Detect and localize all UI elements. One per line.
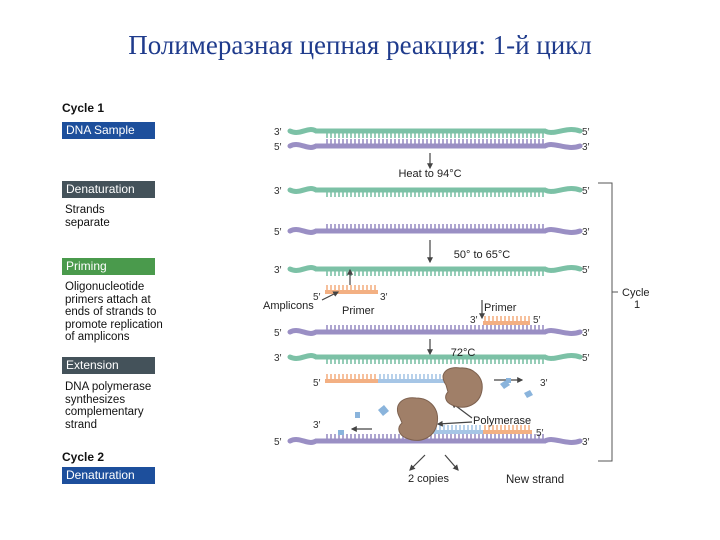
dna-sample-box: DNA Sample xyxy=(62,122,155,139)
polymerase-pointer-bottom xyxy=(436,420,473,427)
strand-end-label: 3′ xyxy=(274,186,282,197)
extension-box: Extension xyxy=(62,357,155,374)
strand-end-label: 5′ xyxy=(582,353,590,364)
extension-bottom-strand xyxy=(287,434,583,445)
primer-bottom xyxy=(483,316,530,325)
primer-label: Primer xyxy=(342,305,375,317)
dna-strands: 3′ 5′ 5′ 3′ 3′ 5′ 5′ 3′ 3′ 5′ 5′ 3′ 3′ 5′ 5′ 3′ xyxy=(274,127,590,448)
denatured-bottom-strand xyxy=(287,224,583,235)
amplicons-label: Amplicons xyxy=(263,300,314,312)
cycle-1-heading: Cycle 1 xyxy=(62,101,105,115)
strand-end-label: 3′ xyxy=(582,437,590,448)
copy-arrow-left xyxy=(409,454,426,471)
strand-end-label: 5′ xyxy=(582,265,590,276)
sample-top-strand xyxy=(287,127,583,138)
new-top-end-3: 3′ xyxy=(540,378,548,389)
desc-line: primers attach at xyxy=(65,293,151,306)
priming-box: Priming xyxy=(62,258,155,275)
cycle-bracket xyxy=(598,182,613,462)
desc-line: DNA polymerase xyxy=(65,381,152,393)
cycle-bracket-label: Cycle xyxy=(622,287,650,299)
anneal-temp-label: 50° to 65°C xyxy=(454,249,511,261)
desc-line: of amplicons xyxy=(65,331,130,343)
extension-temp-label: 72°C xyxy=(451,347,476,359)
extension-top-strand xyxy=(287,353,583,364)
copies-label: 2 copies xyxy=(408,473,449,485)
desc-line: complementary xyxy=(65,406,144,418)
extension-primer-bottom xyxy=(483,425,532,434)
heat-label: Heat to 94°C xyxy=(398,168,461,180)
new-strand-top xyxy=(378,374,450,383)
primer-right-end-5: 5′ xyxy=(533,315,541,326)
strand-end-label: 5′ xyxy=(582,127,590,138)
nucleotide xyxy=(355,412,360,418)
primer-top xyxy=(325,285,378,294)
desc-line: ends of strands to xyxy=(65,306,157,318)
sample-bottom-strand xyxy=(287,139,583,150)
extension-description: DNA polymerase synthesizes complementary… xyxy=(65,381,151,431)
denatured-top-strand xyxy=(287,186,583,197)
polymerase-enzyme-bottom xyxy=(396,397,439,441)
polymerase-label: Polymerase xyxy=(473,415,531,427)
amplicons-pointer xyxy=(321,291,340,301)
cycle-bracket-number: 1 xyxy=(634,299,640,311)
desc-line: Strands xyxy=(65,204,105,216)
nucleotide xyxy=(378,405,389,416)
new-strand-label: New strand xyxy=(506,474,564,486)
nucleotide xyxy=(338,430,344,435)
strand-end-label: 5′ xyxy=(274,328,282,339)
strand-end-label: 3′ xyxy=(582,227,590,238)
page-title: Полимеразная цепная реакция: 1-й цикл xyxy=(128,30,592,60)
strand-end-label: 5′ xyxy=(274,227,282,238)
primer-right-end-3: 3′ xyxy=(470,315,478,326)
priming-description: Oligonucleotide primers attach at ends o… xyxy=(65,281,163,344)
desc-line: strand xyxy=(65,418,97,431)
strand-end-label: 5′ xyxy=(582,186,590,197)
priming-bottom-strand xyxy=(287,325,583,336)
cycle-2-heading: Cycle 2 xyxy=(62,450,105,464)
nucleotide xyxy=(506,378,511,383)
desc-line: Oligonucleotide xyxy=(65,281,145,293)
strand-end-label: 3′ xyxy=(274,265,282,276)
primer-right-label: Primer xyxy=(484,302,517,314)
free-nucleotides xyxy=(338,378,533,435)
denaturation-2-box: Denaturation xyxy=(62,467,155,484)
priming-top-strand xyxy=(287,265,583,276)
copy-arrow-right xyxy=(444,454,459,471)
extension-primer-top xyxy=(325,374,378,383)
strand-end-label: 3′ xyxy=(274,353,282,364)
primer-end-5: 5′ xyxy=(313,292,321,303)
denaturation-description: Strands separate xyxy=(65,204,110,229)
strand-end-label: 5′ xyxy=(274,142,282,153)
strand-end-label: 5′ xyxy=(274,437,282,448)
desc-line: separate xyxy=(65,216,110,229)
new-bottom-end-3: 3′ xyxy=(313,420,321,431)
denaturation-box: Denaturation xyxy=(62,181,155,198)
desc-line: promote replication xyxy=(65,318,163,331)
polymerase-enzyme-top xyxy=(442,367,483,408)
strand-end-label: 3′ xyxy=(582,142,590,153)
primer-end-3: 3′ xyxy=(380,292,388,303)
new-bottom-end-5: 5′ xyxy=(536,428,544,439)
strand-end-label: 3′ xyxy=(582,328,590,339)
desc-line: synthesizes xyxy=(65,393,126,406)
new-top-end-5: 5′ xyxy=(313,378,321,389)
nucleotide xyxy=(524,390,533,398)
strand-end-label: 3′ xyxy=(274,127,282,138)
